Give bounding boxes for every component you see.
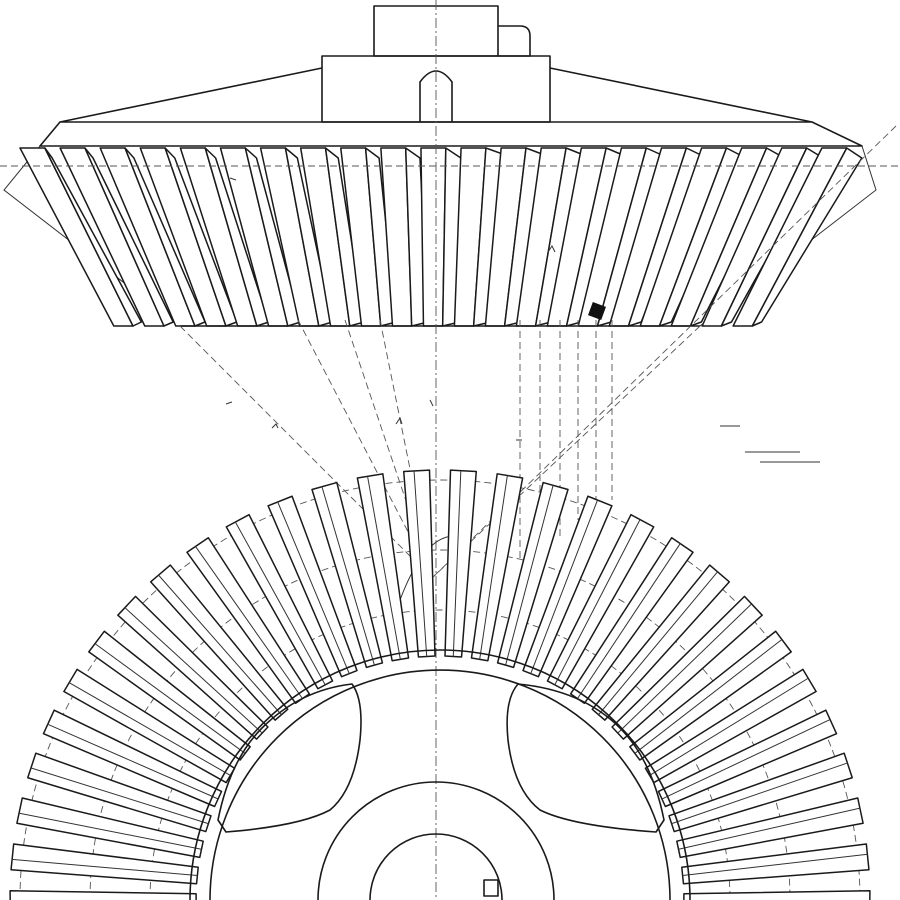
lower-tooth-edge: [452, 470, 462, 657]
lower-tooth-edge: [634, 639, 783, 754]
lower-tooth-edge: [277, 501, 350, 674]
lower-tooth: [9, 889, 197, 900]
lower-tooth: [444, 469, 478, 658]
upper-tooth-face: [420, 147, 447, 327]
lower-tooth-edge: [18, 812, 202, 850]
lower-tooth: [42, 709, 223, 808]
upper-tooth-flank: [44, 147, 143, 327]
mark-squiggle-7: [229, 177, 237, 181]
lower-tooth-edge: [617, 603, 753, 734]
gear-rim: [39, 121, 863, 147]
lower-bevel-gear: [9, 469, 871, 900]
lower-tooth: [10, 843, 199, 885]
mark-squiggle-6: [547, 245, 556, 253]
mark-squiggle-4: [429, 399, 434, 407]
lower-tooth: [668, 752, 853, 833]
upper-tooth-flank: [84, 147, 174, 327]
lower-tooth: [611, 595, 763, 740]
lower-tooth-edge: [195, 546, 303, 699]
lower-tooth-edge: [671, 762, 848, 825]
lower-pitch-arc-inner: [149, 609, 731, 900]
upper-bevel-gear: [3, 5, 877, 327]
lower-tooth-edge: [530, 499, 599, 674]
lower-tooth: [683, 889, 871, 900]
lower-tooth-edge: [554, 519, 641, 685]
lower-tooth-edge: [598, 571, 719, 715]
lower-tooth-edge: [577, 543, 681, 699]
lower-tooth: [681, 843, 870, 885]
lower-tooth: [311, 481, 384, 669]
lower-tooth-edge: [649, 677, 809, 776]
mark-squiggle-3: [395, 416, 403, 425]
lower-tooth-edge: [479, 475, 508, 660]
lower-tooth-edge: [321, 486, 375, 666]
lower-tooth: [522, 495, 613, 678]
mark-squiggle-1: [225, 401, 233, 405]
annotation-marks: [225, 177, 556, 441]
lower-tooth-edge: [94, 643, 246, 754]
lower-tooth-edge: [158, 574, 282, 715]
lower-tooth-edge: [682, 853, 868, 877]
lower-hub-key: [483, 879, 499, 897]
lower-tooth: [27, 752, 212, 833]
lower-tooth: [402, 469, 436, 658]
lower-hub-bore: [369, 833, 503, 900]
lower-hub-outer: [317, 781, 555, 900]
keyway-slot: [419, 70, 453, 122]
lower-tooth-edge: [367, 476, 401, 660]
lower-tooth-edge: [68, 682, 231, 776]
lower-tooth: [63, 668, 236, 784]
lower-tooth-edge: [124, 607, 263, 734]
upper-teeth: [19, 147, 863, 327]
upper-tooth-flank: [720, 147, 824, 327]
projection-line-right: [431, 325, 701, 579]
reference-point-marker: [588, 302, 606, 320]
spoke-opening-right: [506, 683, 665, 833]
lower-tooth-edge: [30, 767, 209, 825]
lower-pitch-arc-mid: [89, 549, 791, 900]
key-tab: [498, 25, 531, 57]
projection-line-left: [179, 325, 433, 579]
lower-tooth-edge: [413, 470, 428, 657]
lower-tooth: [356, 473, 410, 662]
lower-web-circle: [209, 669, 671, 900]
lower-root-circle: [189, 649, 691, 900]
mark-squiggle-2: [271, 423, 279, 429]
lower-teeth: [9, 469, 871, 900]
lower-tooth-edge: [234, 521, 326, 685]
upper-tooth-flank: [751, 147, 863, 327]
lower-tooth-edge: [661, 719, 831, 800]
lower-tooth: [149, 564, 289, 721]
lower-tooth-edge: [47, 723, 219, 800]
lower-tooth: [496, 481, 569, 669]
spoke-opening-left: [217, 683, 362, 833]
lower-tooth: [470, 473, 524, 662]
lower-tooth-edge: [505, 485, 554, 666]
lower-tooth: [546, 513, 655, 690]
lower-tooth-edge: [11, 858, 198, 877]
lower-tooth: [676, 797, 864, 859]
lower-tooth: [16, 797, 204, 859]
lower-tooth-edge: [678, 807, 861, 850]
